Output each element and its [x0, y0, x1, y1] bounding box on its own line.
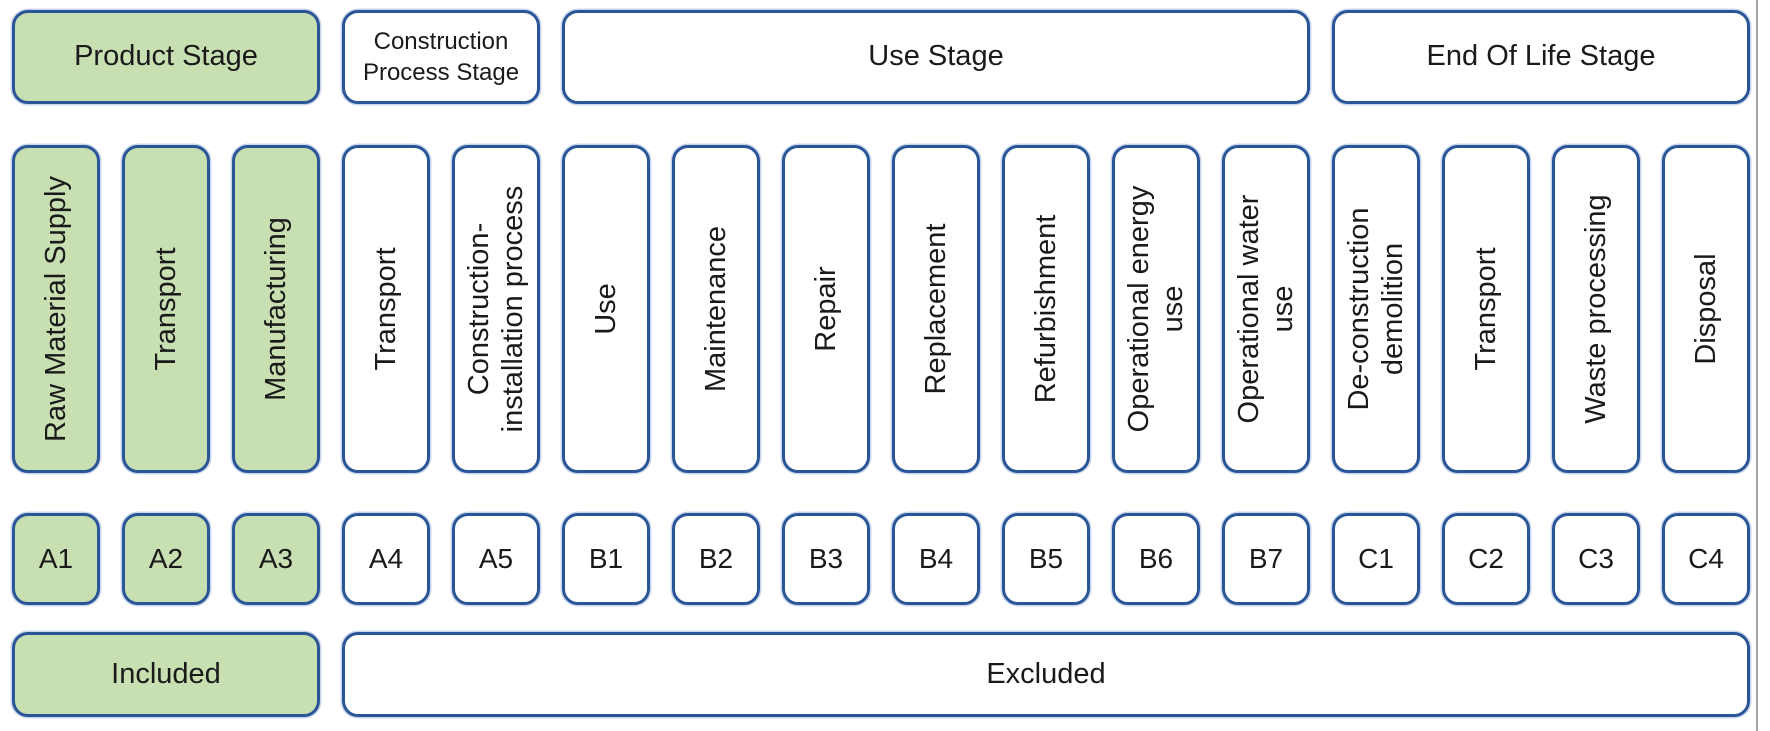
stage-construction-process: Construction Process Stage: [342, 10, 540, 104]
page-edge-line: [1756, 0, 1758, 731]
module-label-c4: Disposal: [1662, 145, 1750, 473]
code-a5: A5: [452, 513, 540, 605]
code-c4: C4: [1662, 513, 1750, 605]
code-b1: B1: [562, 513, 650, 605]
code-c4-text: C4: [1688, 542, 1724, 574]
module-label-c2: Transport: [1442, 145, 1530, 473]
legend-included: Included: [12, 632, 320, 717]
module-label-c3: Waste processing: [1552, 145, 1640, 473]
stage-use: Use Stage: [562, 10, 1310, 104]
module-label-a3-text: Manufacturing: [259, 217, 292, 401]
module-label-a1: Raw Material Supply: [12, 145, 100, 473]
code-b4-text: B4: [918, 542, 954, 574]
code-a1-text: A1: [38, 542, 74, 574]
stage-product: Product Stage: [12, 10, 320, 104]
module-label-b2-text: Maintenance: [699, 225, 732, 393]
code-a5-text: A5: [478, 542, 514, 574]
code-b7-text: B7: [1248, 542, 1284, 574]
module-label-b2: Maintenance: [672, 145, 760, 473]
code-c2: C2: [1442, 513, 1530, 605]
code-a2-text: A2: [148, 542, 184, 574]
module-label-a1-text: Raw Material Supply: [39, 176, 72, 442]
module-label-b1-text: Use: [589, 283, 622, 335]
module-label-a4: Transport: [342, 145, 430, 473]
module-label-b7: Operational water use: [1222, 145, 1310, 473]
code-a4-text: A4: [368, 542, 404, 574]
code-b6: B6: [1112, 513, 1200, 605]
module-label-row: Raw Material Supply Transport Manufactur…: [12, 145, 1750, 473]
module-label-b7-text: Operational water use: [1232, 194, 1299, 424]
code-a2: A2: [122, 513, 210, 605]
code-c1: C1: [1332, 513, 1420, 605]
code-b3: B3: [782, 513, 870, 605]
module-label-a5: Construction- installation process: [452, 145, 540, 473]
module-label-a4-text: Transport: [369, 247, 402, 371]
module-label-a2-text: Transport: [149, 247, 182, 371]
module-label-c3-text: Waste processing: [1579, 194, 1612, 424]
stage-construction-process-label: Construction Process Stage: [362, 27, 520, 86]
code-a3-text: A3: [258, 542, 294, 574]
stage-end-of-life-label: End Of Life Stage: [1426, 40, 1656, 73]
code-b1-text: B1: [588, 542, 624, 574]
code-b3-text: B3: [808, 542, 844, 574]
code-b2-text: B2: [698, 542, 734, 574]
code-c1-text: C1: [1358, 542, 1394, 574]
code-a4: A4: [342, 513, 430, 605]
code-b6-text: B6: [1138, 542, 1174, 574]
module-label-c1: De-construction demolition: [1332, 145, 1420, 473]
code-c2-text: C2: [1468, 542, 1504, 574]
stage-end-of-life: End Of Life Stage: [1332, 10, 1750, 104]
module-label-b5: Refurbishment: [1002, 145, 1090, 473]
module-label-b4-text: Replacement: [919, 223, 952, 395]
module-label-c4-text: Disposal: [1689, 253, 1722, 365]
module-label-c1-text: De-construction demolition: [1342, 207, 1409, 411]
module-label-a3: Manufacturing: [232, 145, 320, 473]
module-label-b6-text: Operational energy use: [1122, 185, 1189, 433]
code-b7: B7: [1222, 513, 1310, 605]
legend-excluded-label: Excluded: [986, 657, 1106, 690]
module-label-b3: Repair: [782, 145, 870, 473]
module-label-b6: Operational energy use: [1112, 145, 1200, 473]
code-a3: A3: [232, 513, 320, 605]
code-b2: B2: [672, 513, 760, 605]
module-label-a2: Transport: [122, 145, 210, 473]
code-a1: A1: [12, 513, 100, 605]
legend-excluded: Excluded: [342, 632, 1750, 717]
module-code-row: A1 A2 A3 A4 A5 B1 B2 B3 B4 B5 B6: [12, 513, 1750, 605]
module-label-b5-text: Refurbishment: [1029, 214, 1062, 404]
code-b5-text: B5: [1028, 542, 1064, 574]
code-c3-text: C3: [1578, 542, 1614, 574]
module-label-b3-text: Repair: [809, 266, 842, 352]
stage-header-row: Product Stage Construction Process Stage…: [12, 10, 1750, 104]
module-label-c2-text: Transport: [1469, 247, 1502, 371]
code-b5: B5: [1002, 513, 1090, 605]
stage-use-label: Use Stage: [868, 40, 1004, 73]
inclusion-row: Included Excluded: [12, 632, 1750, 717]
legend-included-label: Included: [111, 657, 221, 690]
module-label-a5-text: Construction- installation process: [462, 185, 529, 433]
module-label-b1: Use: [562, 145, 650, 473]
code-c3: C3: [1552, 513, 1640, 605]
stage-product-label: Product Stage: [74, 40, 258, 73]
code-b4: B4: [892, 513, 980, 605]
module-label-b4: Replacement: [892, 145, 980, 473]
